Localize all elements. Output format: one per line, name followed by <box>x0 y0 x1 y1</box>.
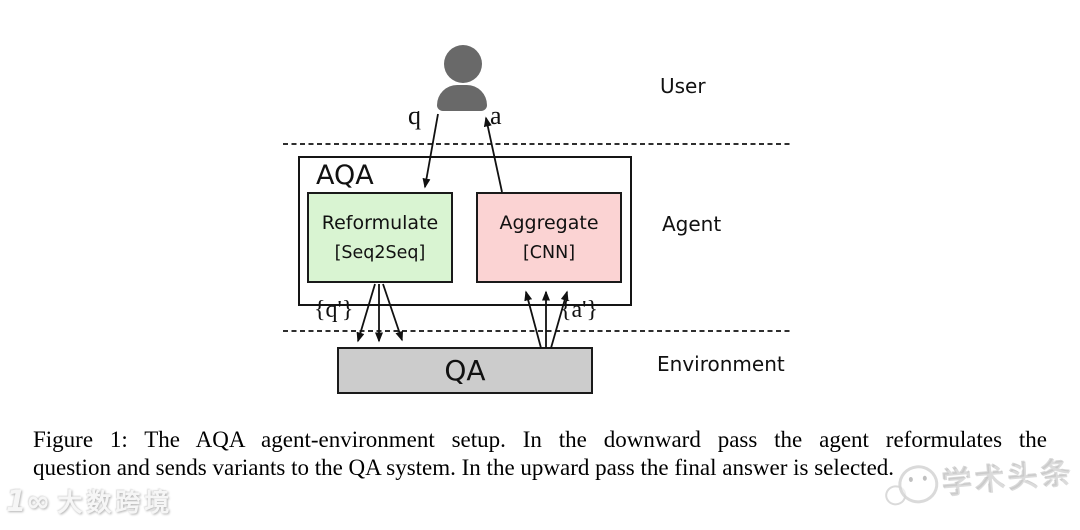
reformulate-module-box: Reformulate [Seq2Seq] <box>307 192 453 283</box>
aqa-title: AQA <box>316 160 374 191</box>
dashukuajing-logo-icon: 1∞ <box>6 484 51 518</box>
lane-label-agent: Agent <box>662 212 722 236</box>
answer-flow-label: a <box>490 101 502 130</box>
question-variants-label: {q'} <box>314 297 354 323</box>
figure-caption-line-2: question and sends variants to the QA sy… <box>33 455 895 480</box>
user-icon <box>437 44 487 111</box>
aggregate-module-impl: [CNN] <box>522 243 576 263</box>
watermark-dashukuajing: 1∞ 大数跨境 <box>6 483 173 519</box>
answer-variants-label: {a'} <box>560 297 599 323</box>
xueshutoutiao-text: 学术头条 <box>940 455 1076 503</box>
lane-label-user: User <box>660 74 706 98</box>
aggregate-module-box: Aggregate [CNN] <box>476 192 622 283</box>
user-icon-body <box>437 85 487 111</box>
lane-label-environment: Environment <box>657 352 785 376</box>
figure-caption-line-1: Figure 1: The AQA agent-environment setu… <box>33 427 1047 452</box>
question-flow-label: q <box>408 101 421 130</box>
dashukuajing-text: 大数跨境 <box>57 488 174 517</box>
aggregate-module-name: Aggregate <box>499 212 599 234</box>
qa-environment-box: QA <box>337 347 593 394</box>
chat-bubbles-icon <box>882 456 940 512</box>
user-icon-head <box>444 45 482 83</box>
reformulate-module-name: Reformulate <box>321 212 439 234</box>
reformulate-module-impl: [Seq2Seq] <box>334 243 426 263</box>
qa-label: QA <box>444 354 486 387</box>
